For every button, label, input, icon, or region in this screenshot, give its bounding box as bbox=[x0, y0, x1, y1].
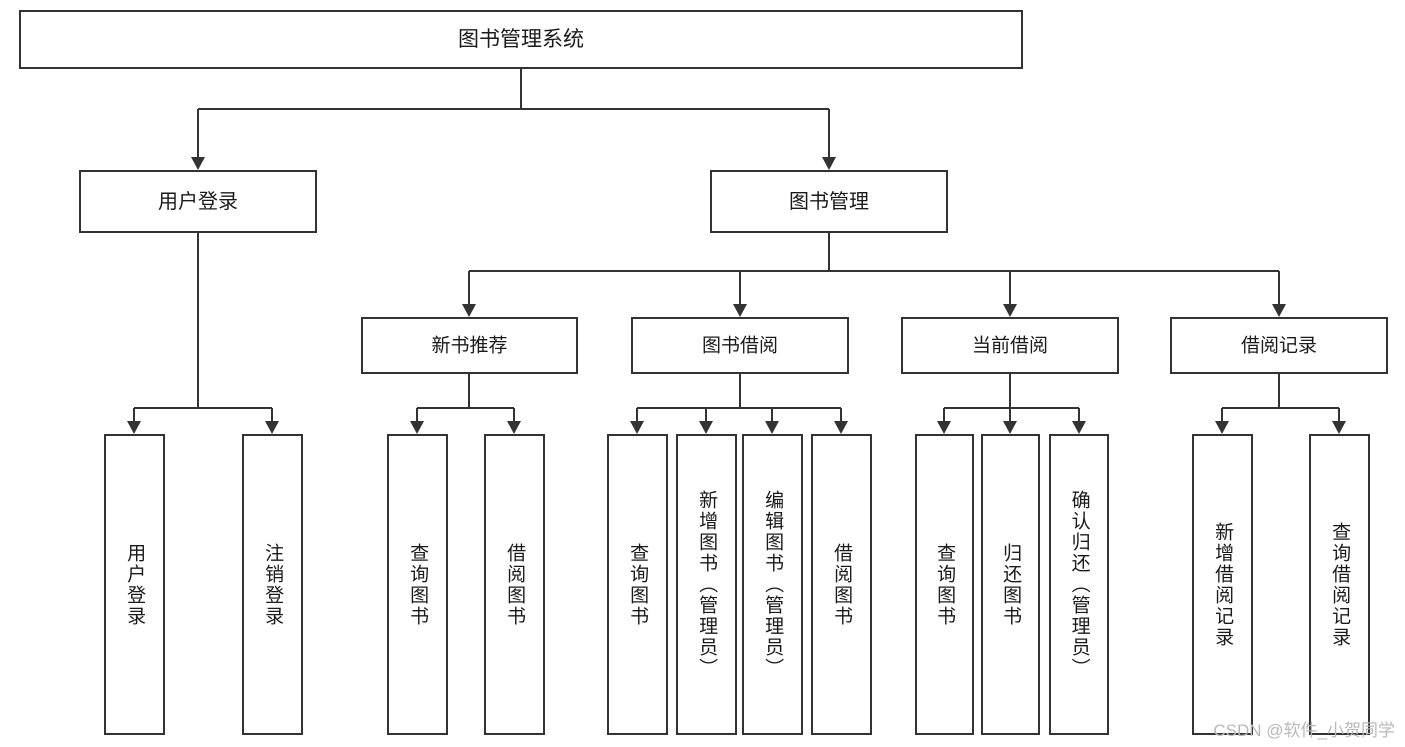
node-box bbox=[1309, 434, 1370, 735]
arrow-head-icon bbox=[127, 421, 141, 434]
node-box bbox=[981, 434, 1040, 735]
node-box bbox=[484, 434, 545, 735]
node-leaf-return-book[interactable] bbox=[981, 434, 1040, 735]
arrow-head-icon bbox=[733, 304, 747, 317]
node-leaf-query-record[interactable] bbox=[1309, 434, 1370, 735]
node-box bbox=[710, 170, 948, 233]
arrow-head-icon bbox=[1272, 304, 1286, 317]
connectors-layer bbox=[127, 68, 1346, 434]
node-box bbox=[631, 317, 849, 374]
arrow-head-icon bbox=[265, 421, 279, 434]
node-box bbox=[361, 317, 578, 374]
arrow-head-icon bbox=[1072, 421, 1086, 434]
node-new-book-recommend[interactable]: 新书推荐 bbox=[361, 317, 578, 374]
node-box bbox=[901, 317, 1119, 374]
node-box bbox=[79, 170, 317, 233]
arrow-head-icon bbox=[462, 304, 476, 317]
node-leaf-confirm-return[interactable] bbox=[1049, 434, 1109, 735]
node-box bbox=[242, 434, 303, 735]
node-label: 图书借阅 bbox=[702, 335, 778, 357]
arrow-head-icon bbox=[937, 421, 951, 434]
arrow-head-icon bbox=[1003, 421, 1017, 434]
node-box bbox=[104, 434, 165, 735]
node-borrow-record[interactable]: 借阅记录 bbox=[1170, 317, 1388, 374]
node-box bbox=[387, 434, 448, 735]
node-leaf-borrow-book-1[interactable] bbox=[484, 434, 545, 735]
arrow-head-icon bbox=[191, 157, 205, 170]
arrow-head-icon bbox=[699, 421, 713, 434]
arrow-head-icon bbox=[822, 157, 836, 170]
node-label: 借阅记录 bbox=[1241, 335, 1317, 357]
node-book-manage[interactable]: 图书管理 bbox=[710, 170, 948, 233]
node-label: 用户登录 bbox=[158, 190, 238, 213]
node-book-borrow[interactable]: 图书借阅 bbox=[631, 317, 849, 374]
node-label: 当前借阅 bbox=[972, 335, 1048, 357]
node-box bbox=[811, 434, 872, 735]
node-box bbox=[742, 434, 803, 735]
arrow-head-icon bbox=[507, 421, 521, 434]
node-box bbox=[1170, 317, 1388, 374]
node-leaf-borrow-book-2[interactable] bbox=[811, 434, 872, 735]
arrow-head-icon bbox=[410, 421, 424, 434]
arrow-head-icon bbox=[765, 421, 779, 434]
node-label: 新书推荐 bbox=[431, 335, 507, 357]
node-user-login[interactable]: 用户登录 bbox=[79, 170, 317, 233]
node-current-borrow[interactable]: 当前借阅 bbox=[901, 317, 1119, 374]
node-box bbox=[1192, 434, 1253, 735]
arrow-head-icon bbox=[1215, 421, 1229, 434]
node-leaf-edit-book[interactable] bbox=[742, 434, 803, 735]
node-leaf-add-record[interactable] bbox=[1192, 434, 1253, 735]
node-leaf-add-book[interactable] bbox=[676, 434, 737, 735]
arrow-head-icon bbox=[1003, 304, 1017, 317]
node-leaf-user-login[interactable] bbox=[104, 434, 165, 735]
node-box bbox=[607, 434, 668, 735]
node-leaf-query-book-1[interactable] bbox=[387, 434, 448, 735]
node-label: 图书管理系统 bbox=[458, 28, 584, 51]
node-leaf-query-book-2[interactable] bbox=[607, 434, 668, 735]
node-box bbox=[1049, 434, 1109, 735]
node-leaf-logout[interactable] bbox=[242, 434, 303, 735]
node-root[interactable]: 图书管理系统 bbox=[19, 10, 1023, 69]
arrow-head-icon bbox=[834, 421, 848, 434]
node-leaf-query-book-3[interactable] bbox=[915, 434, 974, 735]
node-box bbox=[915, 434, 974, 735]
arrow-head-icon bbox=[630, 421, 644, 434]
node-box bbox=[19, 10, 1023, 69]
node-label: 图书管理 bbox=[789, 190, 869, 213]
arrow-head-icon bbox=[1332, 421, 1346, 434]
node-box bbox=[676, 434, 737, 735]
